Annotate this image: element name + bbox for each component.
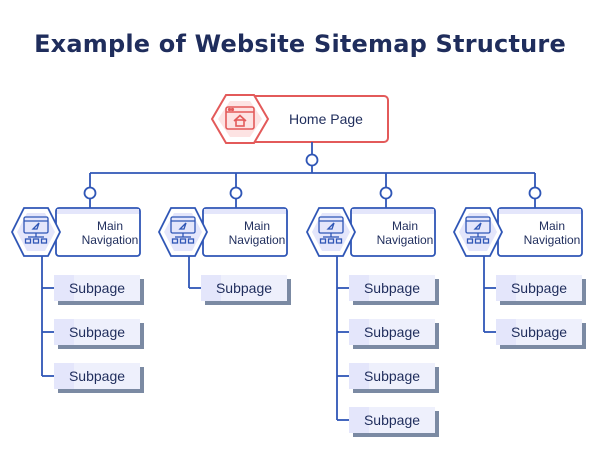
subpage-label: Subpage <box>363 368 421 384</box>
nav-label-line2: Navigation <box>81 233 139 247</box>
subpage-node[interactable] <box>349 363 439 393</box>
subpage-node[interactable] <box>349 407 439 437</box>
subpage-node[interactable] <box>496 319 586 349</box>
nav-label-line1: Main <box>243 219 270 233</box>
nav-card-strip <box>57 209 139 214</box>
subpage-node[interactable] <box>54 275 144 305</box>
nav-label-line2: Navigation <box>228 233 286 247</box>
nav-label-line1: Main <box>96 219 123 233</box>
subpage-box-tint <box>201 275 221 301</box>
diagram-title: Example of Website Sitemap Structure <box>34 30 566 58</box>
subpage-box-tint <box>54 363 74 389</box>
home-page-label: Home Page <box>289 111 363 127</box>
subpage-box-tint <box>496 319 516 345</box>
subpage-label: Subpage <box>68 368 126 384</box>
sitemap-browser-icon <box>170 216 196 244</box>
subpage-box-tint <box>54 319 74 345</box>
subpage-node[interactable] <box>349 275 439 305</box>
subpage-node[interactable] <box>201 275 291 305</box>
nav-card-strip <box>352 209 434 214</box>
nav-card-strip <box>499 209 581 214</box>
main-navigation-node-1[interactable] <box>10 207 141 257</box>
nav-label-line1: Main <box>391 219 418 233</box>
subpage-label: Subpage <box>363 324 421 340</box>
home-page-node[interactable] <box>210 94 389 144</box>
root-junction <box>305 153 319 167</box>
main-navigation-node-3[interactable] <box>305 207 436 257</box>
subpage-box-tint <box>349 407 369 433</box>
subpage-node[interactable] <box>349 319 439 349</box>
nav-label-line2: Navigation <box>376 233 434 247</box>
nav-label-line1: Main <box>538 219 565 233</box>
subpage-label: Subpage <box>510 280 568 296</box>
home-browser-icon <box>225 106 255 130</box>
nav-junction-1 <box>83 186 97 200</box>
nav-hexagon-inner <box>459 213 497 251</box>
nav-card-strip <box>204 209 286 214</box>
nav-hexagon-inner <box>312 213 350 251</box>
nav-hexagon-inner <box>164 213 202 251</box>
subpage-label: Subpage <box>363 412 421 428</box>
subpage-box-tint <box>496 275 516 301</box>
nav-hexagon-inner <box>17 213 55 251</box>
subpage-label: Subpage <box>363 280 421 296</box>
nav-junction-4 <box>528 186 542 200</box>
subpage-label: Subpage <box>68 324 126 340</box>
subpage-node[interactable] <box>54 319 144 349</box>
subpage-node[interactable] <box>54 363 144 393</box>
subpage-box-tint <box>349 319 369 345</box>
subpage-label: Subpage <box>510 324 568 340</box>
subpage-box-tint <box>54 275 74 301</box>
sitemap-browser-icon <box>23 216 49 244</box>
subpage-box-tint <box>349 363 369 389</box>
subpage-box-tint <box>349 275 369 301</box>
subpage-label: Subpage <box>68 280 126 296</box>
nav-label-line2: Navigation <box>523 233 581 247</box>
sitemap-browser-icon <box>318 216 344 244</box>
main-navigation-node-4[interactable] <box>452 207 583 257</box>
main-navigation-node-2[interactable] <box>157 207 288 257</box>
nav-junction-3 <box>379 186 393 200</box>
nav-junction-2 <box>229 186 243 200</box>
subpage-label: Subpage <box>215 280 273 296</box>
subpage-node[interactable] <box>496 275 586 305</box>
sitemap-browser-icon <box>465 216 491 244</box>
